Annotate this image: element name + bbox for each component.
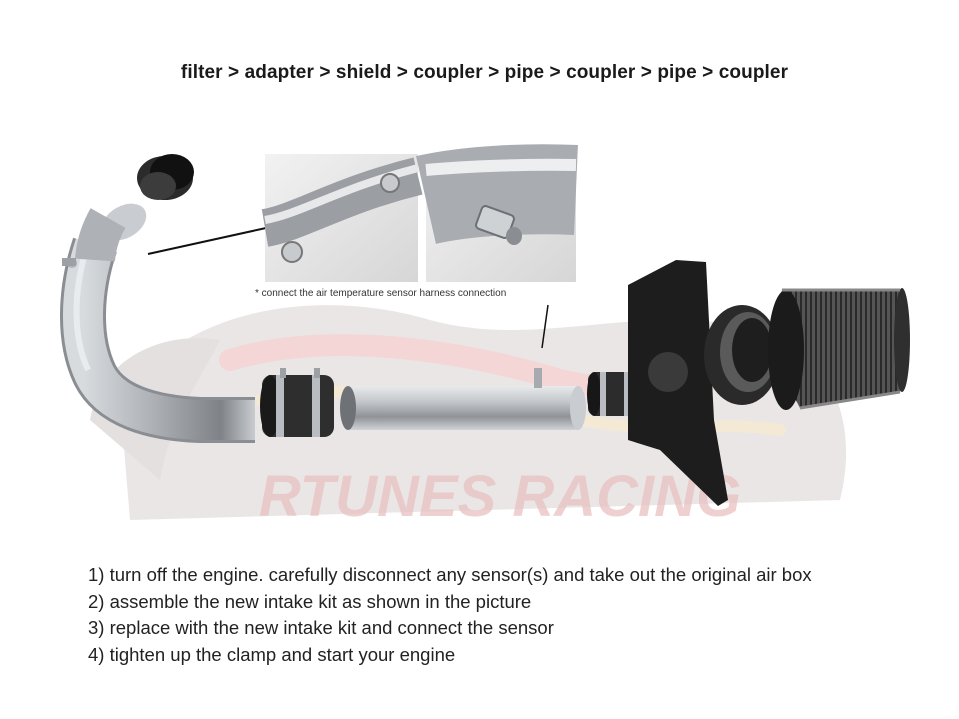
adapter-ring <box>704 305 780 405</box>
intake-kit-illustration: RTUNES RACING <box>60 144 910 529</box>
coupler-middle <box>260 368 334 437</box>
coupler-right <box>587 372 640 416</box>
coupler-top <box>137 154 194 200</box>
instruction-step: 1) turn off the engine. carefully discon… <box>88 564 812 585</box>
instruction-list: 1) turn off the engine. carefully discon… <box>88 562 928 668</box>
inset-photo-sensor-port <box>416 144 578 282</box>
instruction-step: 3) replace with the new intake kit and c… <box>88 617 554 638</box>
inset-caption: * connect the air temperature sensor har… <box>255 288 507 299</box>
watermark-text: RTUNES RACING <box>259 464 741 529</box>
leader-line-right <box>541 304 549 349</box>
cone-filter <box>768 288 910 410</box>
heat-shield <box>628 260 728 506</box>
assembly-order-title: filter > adapter > shield > coupler > pi… <box>180 62 789 83</box>
instruction-step: 2) assemble the new intake kit as shown … <box>88 590 532 612</box>
inset-photo-pipe-bend <box>261 154 423 282</box>
instruction-step: 4) tighten up the clamp and start your e… <box>88 643 456 665</box>
straight-pipe <box>340 368 586 430</box>
bent-intake-pipe <box>60 203 255 443</box>
leader-line-left <box>147 227 267 255</box>
